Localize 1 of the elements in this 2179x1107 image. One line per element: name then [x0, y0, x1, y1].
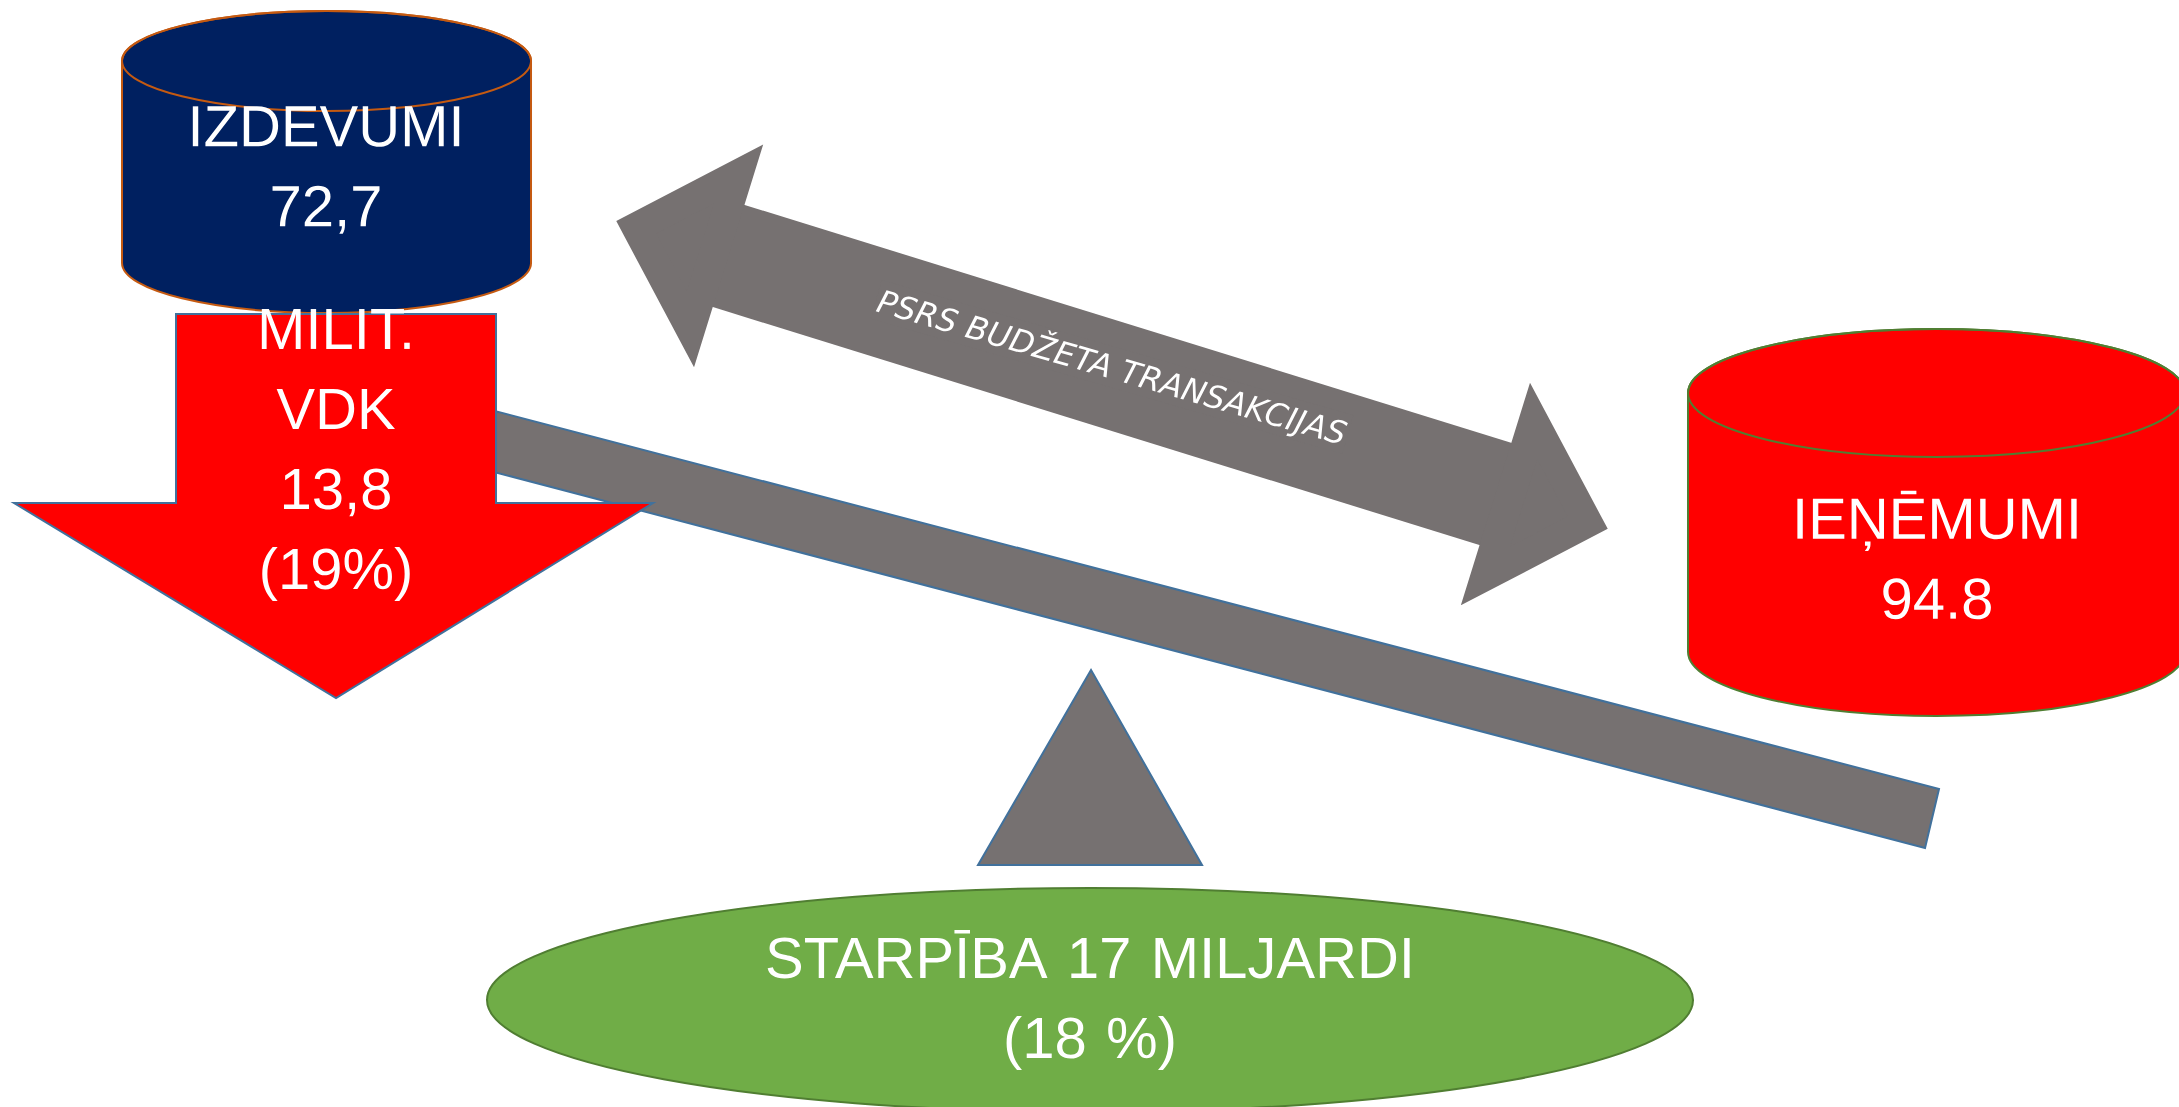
cylinder: IEŅĒMUMI 94.8 — [1687, 328, 2179, 717]
